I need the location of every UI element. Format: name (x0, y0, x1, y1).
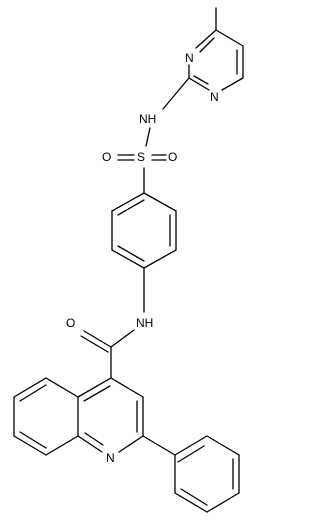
phenyl-ring (142, 435, 240, 513)
bond-ph-5-inner (180, 488, 208, 506)
atom-n-pyrimidine-2: N (210, 90, 219, 104)
pyrimidine-ring: N N (185, 7, 244, 104)
bond-ph-2 (206, 435, 240, 456)
bond-ph-1-inner (177, 445, 205, 463)
bond-pyr-n3-c4 (195, 29, 217, 49)
bond-ph-1 (174, 435, 208, 456)
bond-q-c8-c8a (45, 435, 79, 456)
bond-q-c7-c8 (13, 435, 47, 456)
bond-q-n1-c8a (77, 435, 103, 453)
bond-nh-carbonyl (110, 329, 135, 348)
molecule-structure-diagram: N N NH S O O NH O (13, 7, 244, 513)
bond-c2-nh (162, 77, 190, 110)
bond-nh-s (145, 127, 151, 147)
bond-ph-4 (206, 492, 240, 513)
bond-q-n1-c8a-inner (84, 432, 104, 446)
bond-q-c2-phenyl (142, 435, 176, 456)
bond-q-c7-c8-inner (19, 431, 47, 449)
bond-benz-6-inner (117, 199, 145, 216)
bond-benz-4 (111, 249, 145, 269)
atom-nh-sulfonamide: NH (139, 112, 156, 126)
atom-o-right: O (168, 150, 177, 164)
bond-benz-4-inner (117, 245, 145, 262)
bond-benz-1 (143, 192, 177, 212)
benzene-ring-central (111, 192, 177, 269)
bond-benz-6 (111, 192, 145, 212)
bond-pyr-c4-c5 (215, 29, 244, 47)
bond-q-c5-c6 (13, 377, 47, 398)
bond-pyr-c6-n1 (221, 77, 244, 91)
bond-ph-5 (174, 492, 208, 513)
bond-q-c2-n1 (118, 435, 144, 453)
bond-q-c4a-c5 (45, 377, 79, 398)
bond-carbonyl-o-2 (80, 335, 109, 353)
amide-group: NH O (66, 267, 153, 379)
bond-q-c4a-c4-inner (83, 385, 111, 402)
sulfonamide-group: NH S O O (102, 77, 190, 194)
bond-carbonyl-o (83, 330, 112, 348)
bond-q-c4-c3 (110, 377, 144, 398)
bond-pyr-n3-c4-inner (199, 37, 215, 53)
atom-n-quinoline: N (106, 451, 115, 465)
atom-nh-amide: NH (136, 316, 153, 330)
atom-o-amide: O (66, 316, 75, 330)
bond-q-c5-c6-inner (19, 384, 47, 402)
atom-s: S (137, 150, 145, 164)
bond-benz-3 (143, 249, 177, 269)
bond-pyr-n1-c2 (188, 77, 210, 91)
atom-n-pyrimidine-1: N (185, 51, 194, 65)
bond-q-c4a-c4 (77, 377, 112, 398)
bond-pyr-n1-c2-inner (193, 75, 209, 85)
quinoline-ring-system: N (13, 377, 144, 465)
atom-o-left: O (102, 150, 111, 164)
